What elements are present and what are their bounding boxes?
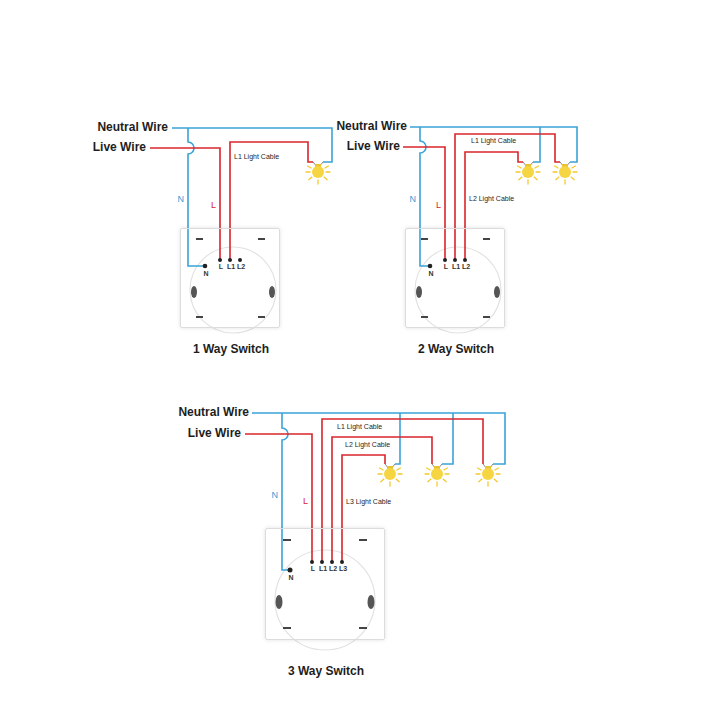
terminal-dot (443, 258, 447, 262)
lamp-symbol (425, 464, 449, 486)
switch-dial (275, 550, 375, 650)
terminal-label: L (444, 263, 448, 271)
plate-notch (283, 627, 291, 629)
terminal-label: L1 (227, 263, 235, 271)
cable-label: L1 Light Cable (337, 423, 382, 431)
terminal-dot (428, 264, 433, 269)
cable-label: L2 Light Cable (469, 195, 514, 203)
neutral-wire (442, 413, 453, 464)
light-cable (322, 419, 483, 562)
terminal-dot (310, 560, 314, 564)
terminal-dot (453, 258, 457, 262)
light-cable (455, 134, 560, 260)
cable-label: L3 Light Cable (346, 498, 391, 506)
switch-caption: 1 Way Switch (193, 343, 269, 357)
switch-caption: 3 Way Switch (288, 665, 364, 679)
plate-notch (483, 316, 490, 318)
terminal-label: L1 (319, 565, 327, 573)
wire-letter: N (272, 490, 279, 500)
wire-letter: L (211, 200, 216, 210)
dial-knob (276, 595, 283, 609)
neutral-wire (252, 413, 505, 464)
dial-knob (416, 286, 422, 298)
plate-notch (421, 316, 428, 318)
plate-notch (258, 316, 265, 318)
terminal-dot (218, 258, 222, 262)
switch-plate: NLL1L2L33 Way Switch (265, 528, 385, 640)
dial-knob (269, 286, 275, 298)
plate-notch (196, 238, 203, 240)
switch-dial (190, 247, 276, 333)
light-cable (465, 152, 523, 260)
neutral-wire (282, 413, 288, 570)
terminal-label: N (203, 270, 208, 278)
plate-notch (258, 238, 265, 240)
terminal-dot (320, 560, 324, 564)
wire-name: Live Wire (188, 427, 241, 441)
terminal-dot (340, 560, 344, 564)
switch-plate: NLL1L22 Way Switch (405, 228, 505, 328)
dial-knob (191, 286, 197, 298)
wire-letter: N (410, 194, 417, 204)
terminal-dot (330, 560, 334, 564)
terminal-dot (288, 568, 293, 573)
cable-label: L1 Light Cable (234, 153, 279, 161)
light-cable (332, 437, 432, 562)
terminal-label: L2 (462, 263, 470, 271)
plate-notch (283, 539, 291, 541)
terminal-label: L (311, 565, 315, 573)
plate-notch (483, 238, 490, 240)
light-cable (342, 455, 385, 562)
live-wire (150, 148, 220, 260)
live-wire (403, 147, 445, 260)
lamp-symbol (516, 162, 540, 184)
dial-knob (368, 595, 375, 609)
wire-name: Neutral Wire (336, 120, 407, 134)
terminal-label: L2 (329, 565, 337, 573)
terminal-label: L2 (237, 263, 245, 271)
terminal-dot (203, 264, 208, 269)
terminal-label: L3 (339, 565, 347, 573)
plate-notch (359, 627, 367, 629)
neutral-wire (395, 413, 400, 464)
terminal-dot (238, 258, 242, 262)
terminal-label: L (219, 263, 223, 271)
plate-notch (359, 539, 367, 541)
neutral-wire (420, 127, 428, 266)
lamp-symbol (378, 464, 402, 486)
switch-dial (415, 247, 501, 333)
lamp-symbol (553, 162, 577, 184)
lamp-symbol (306, 162, 330, 184)
plate-notch (421, 238, 428, 240)
terminal-label: L1 (452, 263, 460, 271)
wire-name: Neutral Wire (178, 406, 249, 420)
cable-label: L2 Light Cable (345, 441, 390, 449)
wire-letter: L (436, 200, 441, 210)
terminal-dot (228, 258, 232, 262)
live-wire (245, 434, 312, 562)
cable-label: L1 Light Cable (471, 137, 516, 145)
wire-name: Neutral Wire (97, 121, 168, 135)
wire-letter: L (303, 496, 308, 506)
plate-notch (196, 316, 203, 318)
terminal-dot (463, 258, 467, 262)
lamp-symbol (476, 464, 500, 486)
switch-plate: NLL1L21 Way Switch (180, 228, 280, 328)
dial-knob (494, 286, 500, 298)
wire-name: Live Wire (347, 140, 400, 154)
neutral-wire (533, 127, 540, 162)
switch-caption: 2 Way Switch (418, 343, 494, 357)
terminal-label: N (288, 574, 293, 582)
terminal-label: N (428, 270, 433, 278)
neutral-wire (410, 127, 577, 162)
wire-letter: N (178, 194, 185, 204)
light-cable (230, 142, 313, 260)
wire-name: Live Wire (93, 141, 146, 155)
